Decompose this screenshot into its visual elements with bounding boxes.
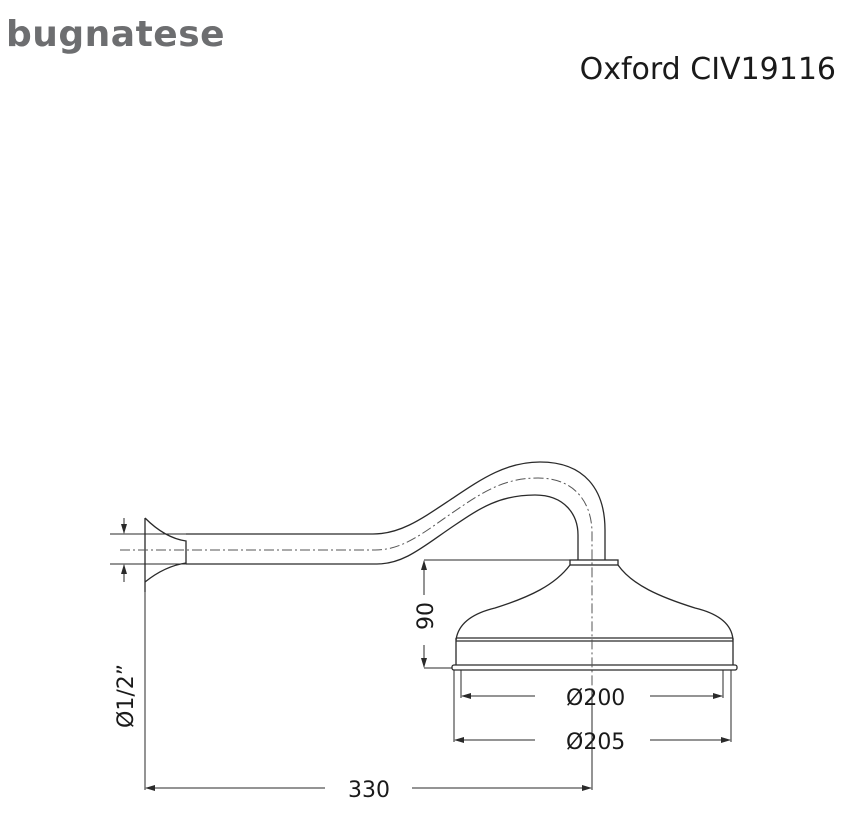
outer-diameter-label: Ø205: [566, 730, 625, 755]
shower-arm: [186, 461, 606, 565]
arm-centerline: [120, 477, 593, 690]
height-dimension: [421, 559, 570, 669]
outer-diameter-dimension: [453, 670, 732, 743]
brand-logo: bugnatese: [6, 14, 226, 55]
projection-dimension: [144, 592, 593, 791]
projection-dimension-label: 330: [348, 778, 390, 803]
model-title: Oxford CIV19116: [579, 52, 836, 87]
thread-dimension: [110, 518, 186, 582]
height-dimension-label: 90: [414, 602, 439, 630]
wall-flange: [144, 517, 187, 592]
shower-head: [451, 559, 738, 671]
thread-dimension-label: Ø1/2”: [114, 664, 139, 728]
inner-diameter-label: Ø200: [566, 686, 625, 711]
inner-diameter-dimension: [460, 670, 724, 699]
